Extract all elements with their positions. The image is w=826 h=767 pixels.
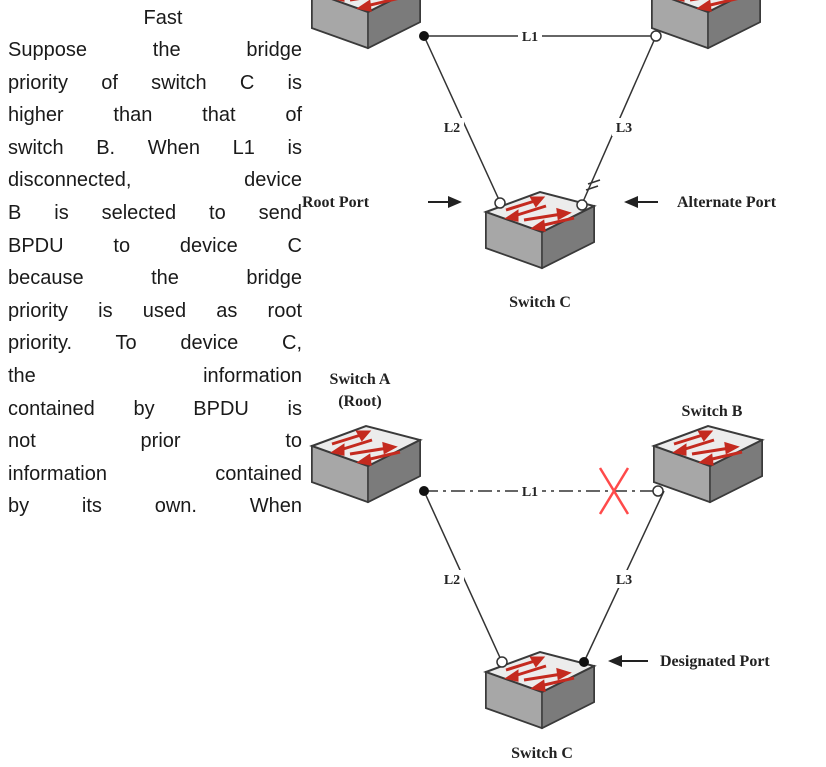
designated-port-arrow-icon <box>608 655 648 667</box>
switch-a-top-icon <box>310 0 422 50</box>
bottom-diagram: Switch A (Root) Switch B L1 L2 L3 <box>310 371 770 762</box>
port-c-left-icon <box>496 656 508 668</box>
port-designated-b-icon <box>650 30 662 42</box>
text-line-1: Suppose the bridge <box>8 39 302 61</box>
switch-a-label: Switch A <box>330 371 391 388</box>
link-l1-label: L1 <box>522 30 538 45</box>
port-designated-icon <box>419 31 429 41</box>
text-line-11: the information <box>8 364 302 387</box>
text-line-6: B is selected to send <box>8 201 302 224</box>
alternate-port-label: Alternate Port <box>677 194 777 211</box>
text-line-8: because the bridge <box>8 267 302 290</box>
alternate-port-arrow-icon <box>624 196 658 208</box>
text-line-7: BPDU to device C <box>8 234 302 257</box>
text-line-12: contained by BPDU is <box>8 397 302 420</box>
switch-c-top-label: Switch C <box>509 294 571 311</box>
designated-port-label: Designated Port <box>660 653 770 670</box>
link-l3-bottom-label: L3 <box>616 573 632 588</box>
text-line-3: higher than that of <box>8 104 302 127</box>
switch-c-bottom-label: Switch C <box>511 745 573 762</box>
alternate-port-icon <box>576 199 588 211</box>
link-l2-bottom-label: L2 <box>444 573 460 588</box>
blocked-mark-icon <box>587 179 601 185</box>
link-failure-icon <box>598 467 630 515</box>
text-line-4: switch B. When L1 is <box>8 136 302 159</box>
root-port-arrow-icon <box>428 196 462 208</box>
text-line-15: by its own. When <box>8 495 302 518</box>
port-a-icon <box>419 486 429 496</box>
port-b-icon <box>652 485 664 497</box>
top-diagram: L1 L2 L3 Root Port Alternate Port Switch… <box>302 0 777 311</box>
text-line-5: disconnected, device <box>8 169 302 192</box>
text-line-14: information contained <box>8 462 302 485</box>
link-l2-label: L2 <box>444 121 460 136</box>
text-line-9: priority is used as root <box>8 299 302 322</box>
link-l3-label: L3 <box>616 121 632 136</box>
root-port-icon <box>494 197 506 209</box>
switch-b-icon <box>652 424 764 504</box>
text-line-10: priority. To device C, <box>8 332 302 355</box>
switch-a-icon <box>310 424 422 504</box>
text-line-2: priority of switch C is <box>8 71 302 94</box>
text-line-13: not prior to <box>8 430 302 453</box>
switch-a-root-label: (Root) <box>338 393 382 410</box>
paragraph: Fast Suppose the bridge priority of swit… <box>8 0 302 523</box>
switch-b-top-icon <box>650 0 762 50</box>
designated-port-icon <box>579 657 589 667</box>
root-port-label: Root Port <box>302 194 370 211</box>
link-l1-bottom-label: L1 <box>522 485 538 500</box>
blocked-mark-icon <box>585 185 599 191</box>
switch-b-label: Switch B <box>682 403 743 420</box>
section-heading: Fast <box>143 7 183 29</box>
